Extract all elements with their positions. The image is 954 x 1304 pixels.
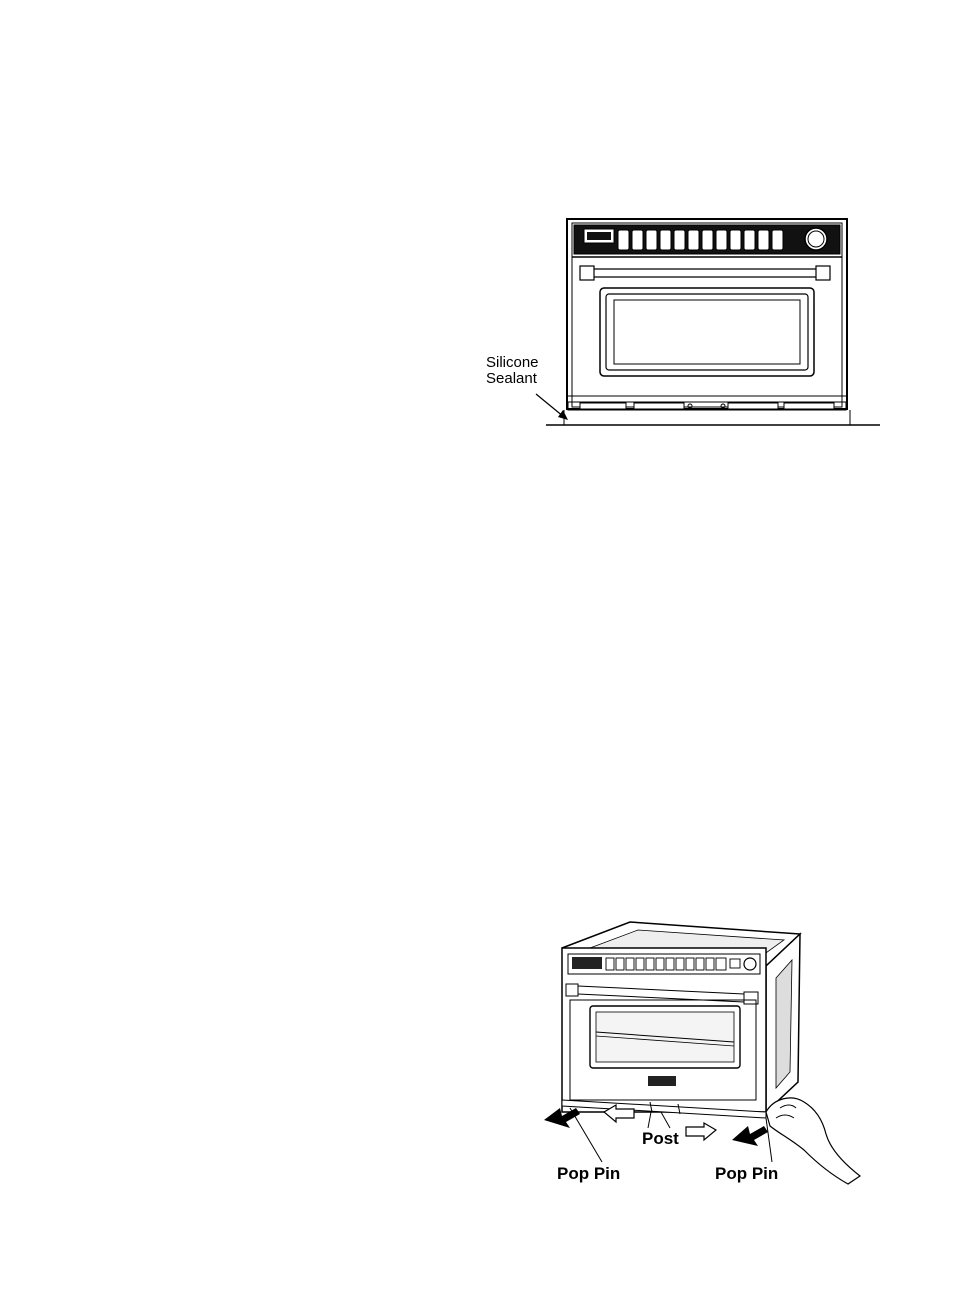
sealant-label-line: Sealant — [486, 371, 539, 387]
oven-perspective-drawing — [530, 912, 870, 1188]
pop-pin-left-label: Pop Pin — [557, 1165, 620, 1183]
pop-pin-right-label: Pop Pin — [715, 1165, 778, 1183]
silicone-label-line: Silicone — [486, 355, 539, 371]
oven-front-view-figure — [480, 212, 884, 430]
silicone-sealant-label: Silicone Sealant — [486, 355, 539, 387]
post-label: Post — [642, 1130, 679, 1148]
oven-front-view-drawing — [480, 212, 884, 430]
oven-pop-pin-figure — [530, 912, 870, 1188]
